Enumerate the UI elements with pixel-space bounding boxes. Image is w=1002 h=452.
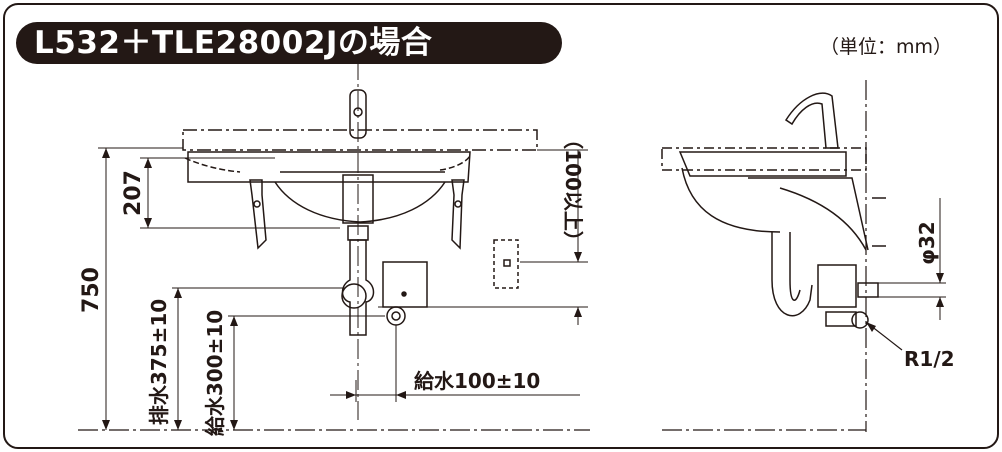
supply-valve-outer [386,306,406,326]
outer-border [3,3,999,449]
bracket-left [249,179,267,250]
supply-valve-inner [391,311,401,321]
side-basin-rim [678,151,847,177]
side-counter [661,147,867,171]
min-clearance-label: （100以上） [561,129,585,251]
title-badge [16,22,562,64]
side-faucet [784,92,839,149]
side-valve-handle [851,311,869,329]
dim-207-label: 207 [121,170,146,216]
basin-rim [187,151,471,183]
basin-bowl [274,181,446,223]
supply-offset-label: 給水100±10 [414,369,540,393]
bracket-right-bolt [454,200,462,208]
trap-bend [341,283,367,309]
thread-label: R1/2 [904,347,955,371]
dim-750-label: 750 [79,267,104,313]
side-valve [825,311,857,327]
drain-body [342,174,374,224]
front-view [78,60,590,431]
bracket-right [451,179,465,250]
drain-trap [341,239,375,336]
remote-unit [493,239,519,289]
side-basin-bowl [681,167,781,233]
side-view [661,80,946,432]
side-bracket [748,177,869,251]
pipe-diameter-label: φ32 [915,221,939,264]
unit-note: （単位：mm） [820,36,953,58]
supply-height-label: 給水300±10 [203,310,227,436]
control-box-led [401,291,407,297]
bracket-left-bolt [253,200,261,208]
counter-outline [182,129,538,151]
side-supply-fitting [857,282,879,298]
control-box [382,261,428,308]
drain-height-label: 排水375±10 [147,299,171,425]
side-control-box [817,264,857,308]
remote-unit-window [503,259,511,267]
basin-hidden-edge [184,155,471,173]
side-trap [771,232,813,317]
page-title: L532＋TLE28002Jの場合 [34,25,433,61]
